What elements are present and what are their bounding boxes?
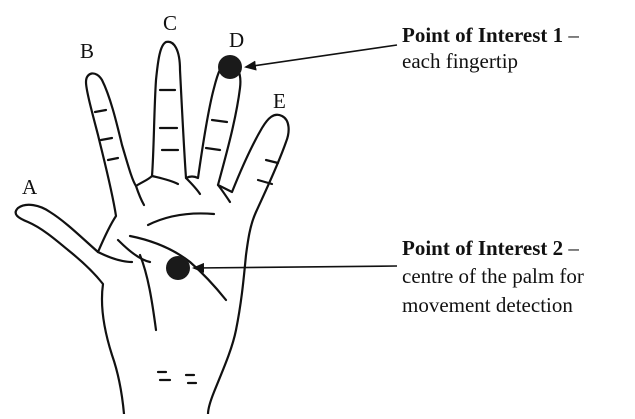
poi1-title: Point of Interest 1: [402, 23, 563, 47]
palm-marker: [166, 256, 190, 280]
fingertip-pointer-arrow: [246, 45, 397, 67]
finger-label-e: E: [273, 89, 286, 113]
fingertip-marker: [218, 55, 242, 79]
poi2-heading: Point of Interest 2 –: [402, 236, 579, 260]
poi1-description: each fingertip: [402, 49, 518, 73]
finger-label-d: D: [229, 28, 244, 52]
finger-label-a: A: [22, 175, 38, 199]
poi2-description-line2: movement detection: [402, 293, 573, 317]
poi1-heading: Point of Interest 1 –: [402, 23, 579, 47]
poi2-dash: –: [563, 236, 579, 260]
finger-label-c: C: [163, 11, 177, 35]
poi2-description-line1: centre of the palm for: [402, 264, 584, 288]
hand-outline: [16, 42, 289, 414]
finger-label-b: B: [80, 39, 94, 63]
palm-pointer-arrow: [194, 266, 397, 268]
poi2-title: Point of Interest 2: [402, 236, 563, 260]
poi1-dash: –: [563, 23, 579, 47]
